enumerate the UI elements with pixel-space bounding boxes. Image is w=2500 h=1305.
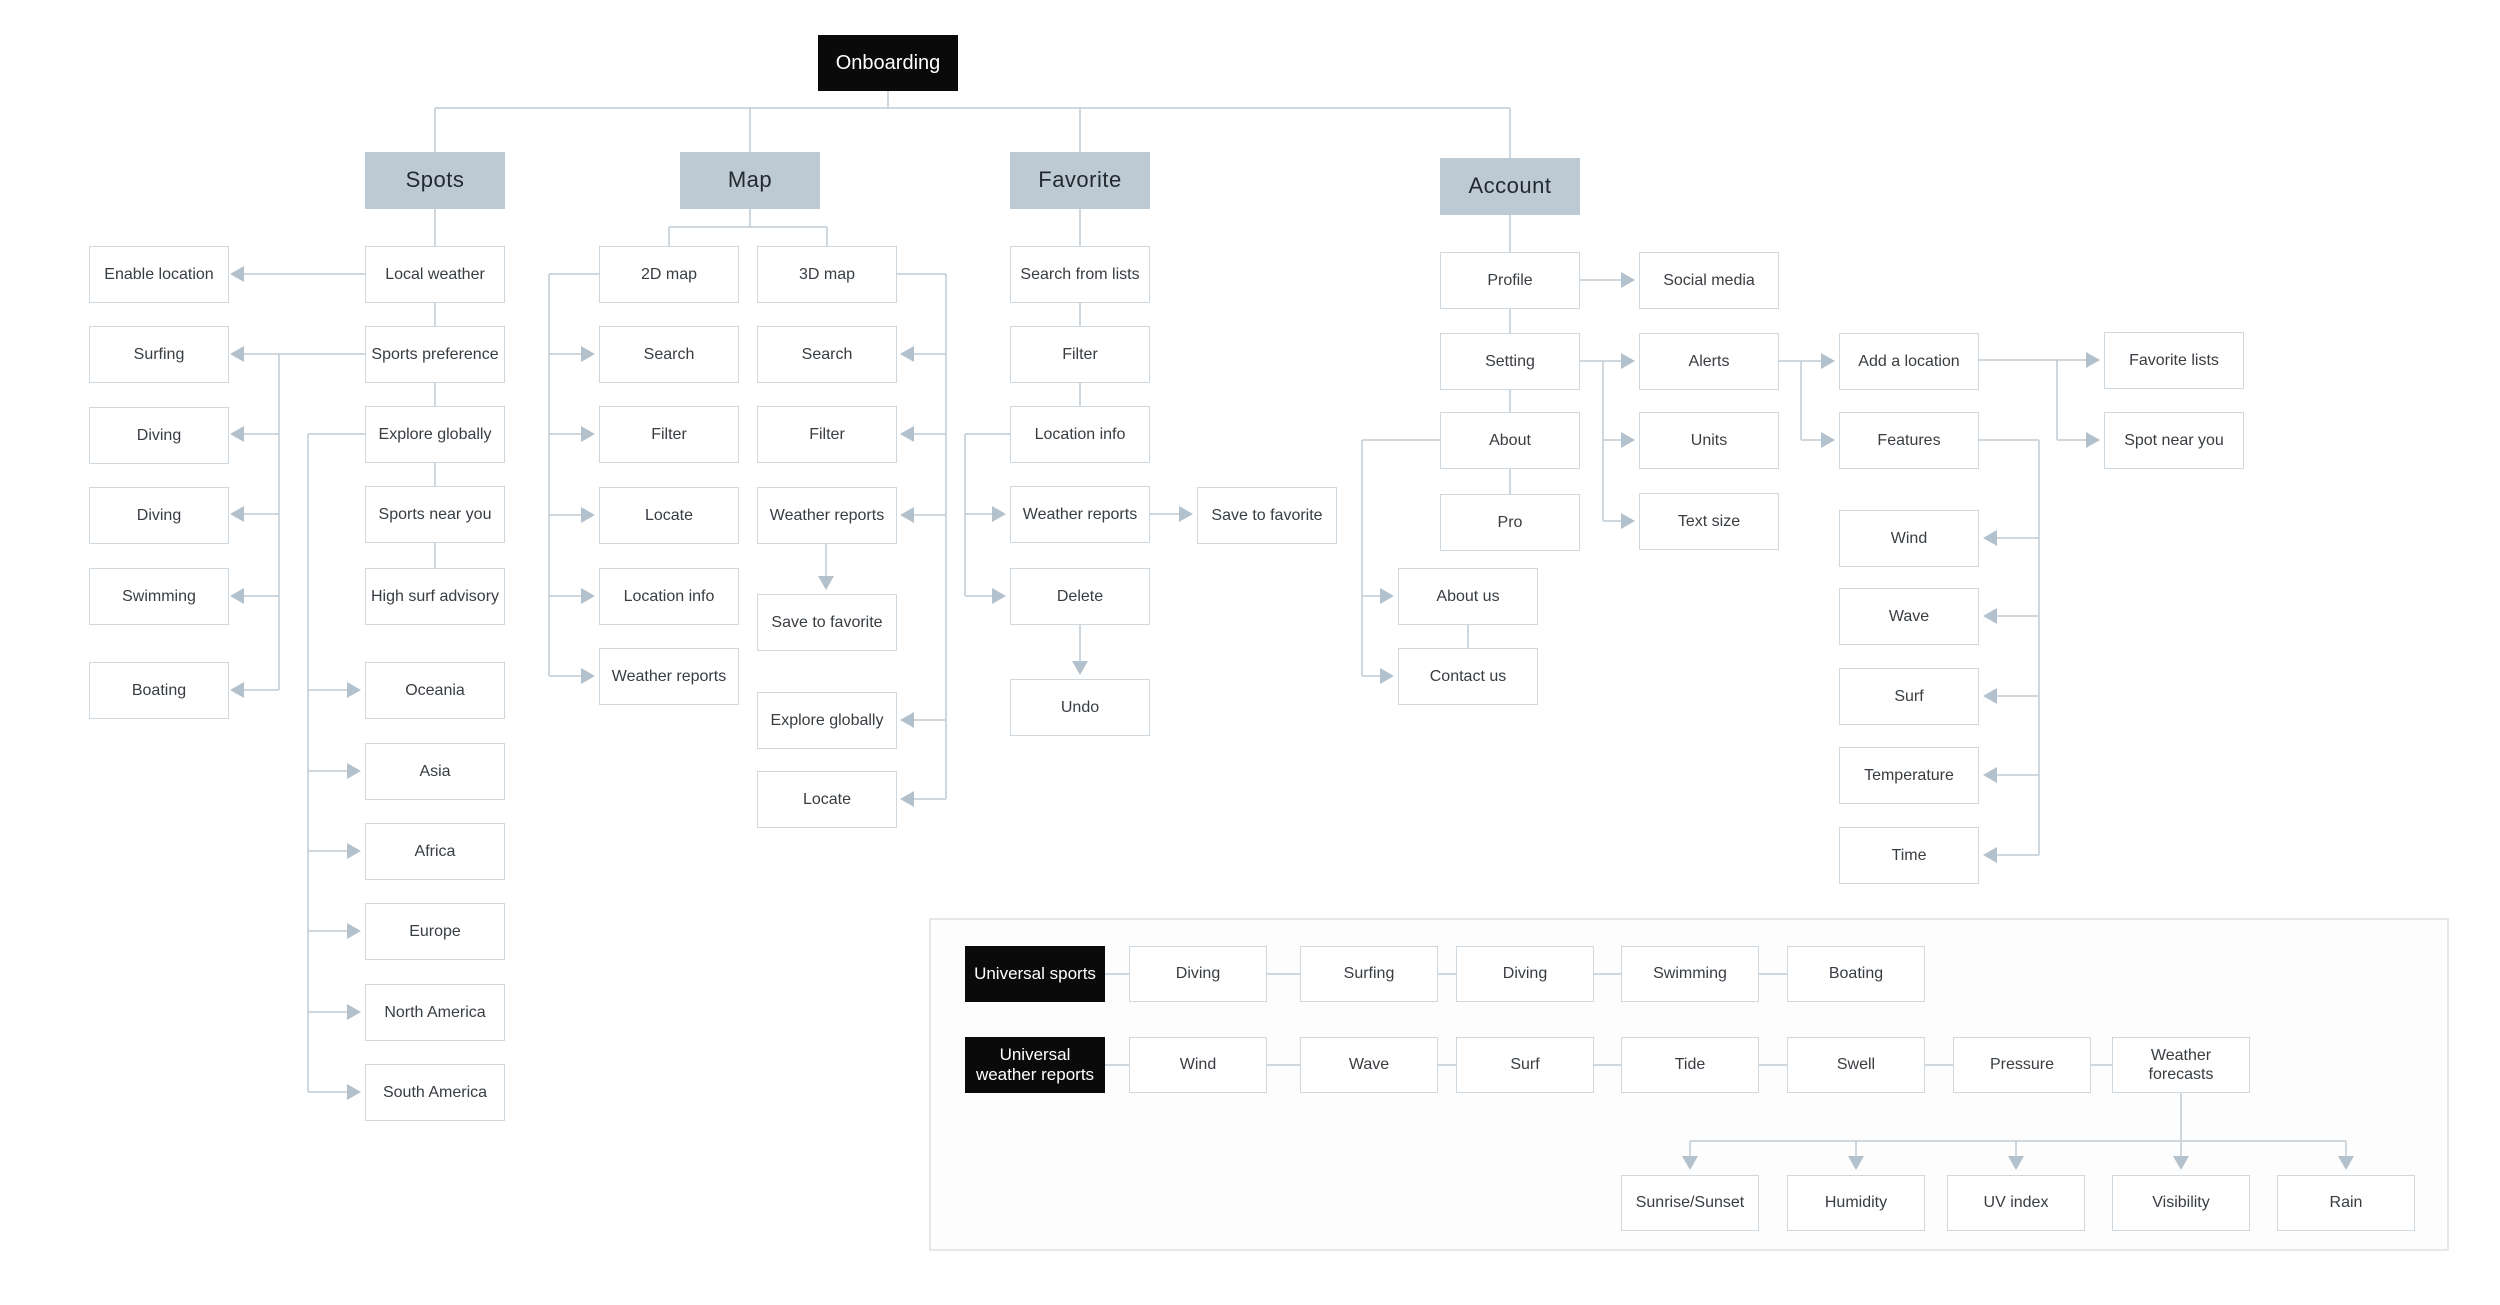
- spots-local-weather: Local weather: [365, 246, 505, 303]
- branch-spots: Spots: [365, 152, 505, 209]
- universal-weather-pressure: Pressure: [1953, 1037, 2091, 1093]
- favorite-save-to-favorite: Save to favorite: [1197, 487, 1337, 544]
- forecast-uv-index: UV index: [1947, 1175, 2085, 1231]
- map-3d-weather-reports: Weather reports: [757, 487, 897, 544]
- universal-weather-wave: Wave: [1300, 1037, 1438, 1093]
- universal-weather-title: Universal weather reports: [965, 1037, 1105, 1093]
- account-alerts: Alerts: [1639, 333, 1779, 390]
- map-2d-filter: Filter: [599, 406, 739, 463]
- universal-weather-surf: Surf: [1456, 1037, 1594, 1093]
- universal-sports-surfing: Surfing: [1300, 946, 1438, 1002]
- map-3d-search: Search: [757, 326, 897, 383]
- spots-region-north-america: North America: [365, 984, 505, 1041]
- favorite-weather-reports: Weather reports: [1010, 486, 1150, 543]
- map-2d-search: Search: [599, 326, 739, 383]
- account-wind: Wind: [1839, 510, 1979, 567]
- map-3d-locate: Locate: [757, 771, 897, 828]
- universal-sports-boating: Boating: [1787, 946, 1925, 1002]
- favorite-filter: Filter: [1010, 326, 1150, 383]
- branch-account: Account: [1440, 158, 1580, 215]
- spots-region-south-america: South America: [365, 1064, 505, 1121]
- forecast-sunrise-sunset: Sunrise/Sunset: [1621, 1175, 1759, 1231]
- universal-sports-diving-2: Diving: [1456, 946, 1594, 1002]
- forecast-humidity: Humidity: [1787, 1175, 1925, 1231]
- universal-weather-swell: Swell: [1787, 1037, 1925, 1093]
- branch-favorite: Favorite: [1010, 152, 1150, 209]
- account-temperature: Temperature: [1839, 747, 1979, 804]
- account-about: About: [1440, 412, 1580, 469]
- spots-region-africa: Africa: [365, 823, 505, 880]
- branch-map: Map: [680, 152, 820, 209]
- spots-side-boating: Boating: [89, 662, 229, 719]
- spots-side-diving-2: Diving: [89, 487, 229, 544]
- map-3d-filter: Filter: [757, 406, 897, 463]
- universal-sports-diving-1: Diving: [1129, 946, 1267, 1002]
- spots-sports-near-you: Sports near you: [365, 486, 505, 543]
- universal-weather-tide: Tide: [1621, 1037, 1759, 1093]
- account-social-media: Social media: [1639, 252, 1779, 309]
- account-setting: Setting: [1440, 333, 1580, 390]
- spots-side-diving-1: Diving: [89, 407, 229, 464]
- account-time: Time: [1839, 827, 1979, 884]
- account-profile: Profile: [1440, 252, 1580, 309]
- account-features: Features: [1839, 412, 1979, 469]
- spots-side-surfing: Surfing: [89, 326, 229, 383]
- favorite-undo: Undo: [1010, 679, 1150, 736]
- spots-side-enable-location: Enable location: [89, 246, 229, 303]
- account-surf: Surf: [1839, 668, 1979, 725]
- spots-high-surf-advisory: High surf advisory: [365, 568, 505, 625]
- account-contact-us: Contact us: [1398, 648, 1538, 705]
- spots-region-europe: Europe: [365, 903, 505, 960]
- map-2d: 2D map: [599, 246, 739, 303]
- account-favorite-lists: Favorite lists: [2104, 332, 2244, 389]
- account-spot-near-you: Spot near you: [2104, 412, 2244, 469]
- universal-sports-swimming: Swimming: [1621, 946, 1759, 1002]
- account-text-size: Text size: [1639, 493, 1779, 550]
- account-units: Units: [1639, 412, 1779, 469]
- spots-explore-globally: Explore globally: [365, 406, 505, 463]
- universal-weather-forecasts: Weather forecasts: [2112, 1037, 2250, 1093]
- account-add-a-location: Add a location: [1839, 333, 1979, 390]
- spots-side-swimming: Swimming: [89, 568, 229, 625]
- spots-region-oceania: Oceania: [365, 662, 505, 719]
- account-about-us: About us: [1398, 568, 1538, 625]
- spots-region-asia: Asia: [365, 743, 505, 800]
- favorite-location-info: Location info: [1010, 406, 1150, 463]
- map-3d-explore-globally: Explore globally: [757, 692, 897, 749]
- account-pro: Pro: [1440, 494, 1580, 551]
- spots-sports-preference: Sports preference: [365, 326, 505, 383]
- favorite-delete: Delete: [1010, 568, 1150, 625]
- universal-sports-title: Universal sports: [965, 946, 1105, 1002]
- account-wave: Wave: [1839, 588, 1979, 645]
- map-3d-save-to-favorite: Save to favorite: [757, 594, 897, 651]
- forecast-visibility: Visibility: [2112, 1175, 2250, 1231]
- map-2d-locate: Locate: [599, 487, 739, 544]
- node-onboarding: Onboarding: [818, 35, 958, 91]
- map-3d: 3D map: [757, 246, 897, 303]
- map-2d-weather-reports: Weather reports: [599, 648, 739, 705]
- map-2d-location-info: Location info: [599, 568, 739, 625]
- forecast-rain: Rain: [2277, 1175, 2415, 1231]
- universal-weather-wind: Wind: [1129, 1037, 1267, 1093]
- favorite-search-from-lists: Search from lists: [1010, 246, 1150, 303]
